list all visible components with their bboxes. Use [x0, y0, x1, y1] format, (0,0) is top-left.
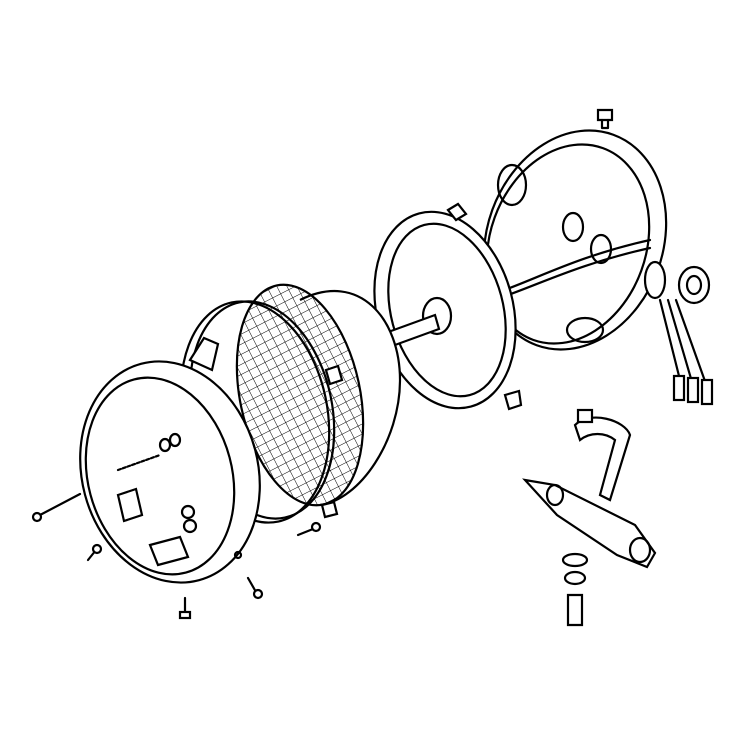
- rim-hole: [233, 550, 243, 560]
- rim-screw: [246, 576, 264, 600]
- washer: [563, 570, 587, 586]
- wire-leads: [658, 298, 708, 386]
- headlight-bracket: [522, 408, 657, 627]
- bracket-nut: [576, 408, 594, 424]
- lens-clip: [324, 364, 344, 386]
- shell-grommet-top: [496, 163, 528, 207]
- adjuster-spring: [116, 432, 182, 472]
- shell-grommet: [561, 211, 585, 243]
- lens-screw: [296, 521, 322, 537]
- bracket-upper: [573, 416, 632, 502]
- ring-clip: [188, 336, 220, 372]
- ring-tab: [503, 389, 523, 411]
- side-grommet: [677, 265, 711, 305]
- bracket-bolt: [566, 593, 584, 627]
- front-rim: [79, 360, 261, 584]
- bracket-lower: [522, 478, 657, 569]
- lens-clip: [320, 500, 339, 519]
- small-screw: [86, 543, 103, 562]
- rim-bracket: [148, 535, 190, 567]
- long-screw: [31, 492, 82, 523]
- wire-connector: [672, 374, 686, 402]
- sealed-beam-unit: [235, 283, 402, 519]
- wire-connector: [686, 376, 700, 404]
- shell-side-boss: [643, 260, 667, 300]
- wire-connector: [700, 378, 714, 406]
- rim-boss: [116, 487, 144, 523]
- top-screw: [596, 108, 614, 130]
- nut: [180, 504, 198, 534]
- rim-screw: [178, 596, 192, 620]
- washer: [561, 552, 589, 568]
- shell-grommet-bottom: [565, 316, 605, 344]
- ring-tab: [446, 202, 468, 222]
